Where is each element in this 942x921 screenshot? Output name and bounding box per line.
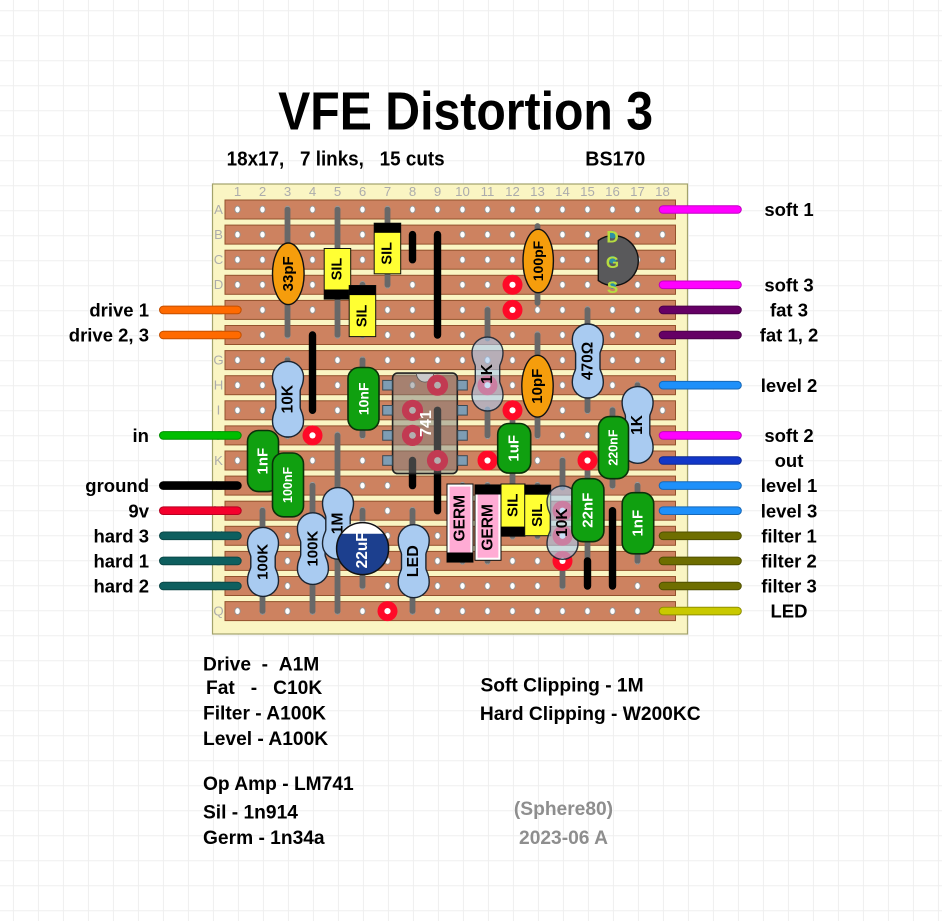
svg-text:I: I — [217, 403, 221, 418]
svg-text:ground: ground — [85, 475, 149, 496]
svg-text:soft 2: soft 2 — [764, 425, 813, 446]
svg-text:1nF: 1nF — [630, 510, 647, 537]
svg-text:GERM: GERM — [452, 495, 469, 542]
svg-text:220nF: 220nF — [607, 429, 621, 465]
svg-text:SIL: SIL — [529, 504, 546, 527]
svg-text:level 2: level 2 — [761, 375, 818, 396]
svg-text:1nF: 1nF — [255, 448, 272, 475]
svg-text:2: 2 — [259, 184, 266, 199]
svg-text:hard 1: hard 1 — [93, 551, 149, 572]
svg-text:C: C — [214, 252, 224, 267]
svg-text:10: 10 — [455, 184, 470, 199]
svg-text:S: S — [607, 278, 618, 297]
svg-text:17: 17 — [630, 184, 645, 199]
svg-text:1: 1 — [234, 184, 241, 199]
svg-text:in: in — [133, 425, 149, 446]
svg-text:Op Amp - LM741: Op Amp - LM741 — [203, 774, 354, 795]
svg-text:14: 14 — [555, 184, 570, 199]
svg-text:K: K — [214, 453, 223, 468]
svg-text:7: 7 — [384, 184, 391, 199]
svg-text:BS170: BS170 — [585, 149, 645, 171]
svg-text:SIL: SIL — [380, 242, 396, 265]
svg-text:741: 741 — [418, 410, 435, 437]
svg-text:100K: 100K — [304, 531, 321, 567]
svg-text:18x17, 7 links, 15 cuts: 18x17, 7 links, 15 cuts — [227, 149, 445, 171]
svg-text:SIL: SIL — [330, 258, 346, 281]
svg-text:filter 2: filter 2 — [761, 551, 817, 572]
svg-text:filter 1: filter 1 — [761, 525, 817, 546]
svg-text:H: H — [214, 378, 224, 393]
svg-text:A: A — [214, 202, 223, 217]
svg-text:9v: 9v — [128, 500, 149, 521]
svg-text:1K: 1K — [479, 363, 496, 384]
svg-text:10nF: 10nF — [356, 382, 372, 415]
svg-text:out: out — [775, 450, 804, 471]
svg-text:33pF: 33pF — [280, 256, 297, 291]
svg-text:13: 13 — [530, 184, 545, 199]
svg-text:12: 12 — [505, 184, 520, 199]
svg-text:D: D — [214, 277, 224, 292]
svg-text:470Ω: 470Ω — [579, 342, 596, 380]
svg-text:Hard Clipping - W200KC: Hard Clipping - W200KC — [480, 704, 701, 725]
svg-text:1M: 1M — [330, 513, 347, 535]
svg-text:Germ - 1n34a: Germ - 1n34a — [203, 828, 325, 849]
svg-text:15: 15 — [580, 184, 595, 199]
svg-text:22uF: 22uF — [354, 532, 371, 568]
svg-text:16: 16 — [605, 184, 620, 199]
svg-text:B: B — [214, 227, 223, 242]
svg-text:fat 1, 2: fat 1, 2 — [760, 325, 819, 346]
svg-text:drive 1: drive 1 — [89, 300, 149, 321]
svg-text:LED: LED — [771, 601, 808, 622]
svg-text:level 3: level 3 — [761, 500, 818, 521]
svg-text:Filter - A100K: Filter - A100K — [203, 704, 326, 725]
svg-text:10K: 10K — [554, 508, 571, 537]
svg-text:100K: 100K — [255, 544, 272, 580]
svg-text:fat 3: fat 3 — [770, 300, 808, 321]
svg-text:10K: 10K — [280, 384, 297, 413]
svg-text:3: 3 — [284, 184, 291, 199]
svg-text:22nF: 22nF — [579, 493, 596, 528]
svg-text:4: 4 — [309, 184, 316, 199]
svg-text:hard 3: hard 3 — [93, 525, 149, 546]
svg-text:Level - A100K: Level - A100K — [203, 729, 328, 750]
svg-text:11: 11 — [481, 184, 495, 199]
svg-text:2023-06 A: 2023-06 A — [519, 828, 608, 849]
svg-text:drive 2, 3: drive 2, 3 — [69, 325, 149, 346]
svg-text:Sil - 1n914: Sil - 1n914 — [203, 802, 298, 823]
svg-text:8: 8 — [409, 184, 416, 199]
svg-text:filter 3: filter 3 — [761, 576, 817, 597]
svg-text:soft 1: soft 1 — [764, 199, 813, 220]
svg-text:soft 3: soft 3 — [764, 274, 813, 295]
svg-text:Drive - A1M: Drive - A1M — [203, 655, 319, 676]
svg-text:Q: Q — [213, 604, 223, 619]
svg-text:VFE Distortion 3: VFE Distortion 3 — [278, 82, 653, 142]
svg-text:9: 9 — [434, 184, 441, 199]
svg-text:Fat - C10K: Fat - C10K — [206, 678, 322, 699]
svg-text:level 1: level 1 — [761, 475, 818, 496]
svg-text:5: 5 — [334, 184, 341, 199]
svg-text:D: D — [606, 228, 618, 247]
svg-text:18: 18 — [655, 184, 670, 199]
svg-text:G: G — [606, 253, 619, 272]
svg-text:hard 2: hard 2 — [93, 576, 149, 597]
svg-text:(Sphere80): (Sphere80) — [514, 799, 613, 820]
svg-text:SIL: SIL — [505, 494, 522, 517]
svg-text:SIL: SIL — [355, 304, 371, 327]
svg-text:1K: 1K — [629, 414, 646, 435]
svg-text:LED: LED — [405, 545, 422, 577]
svg-text:6: 6 — [359, 184, 366, 199]
svg-text:GERM: GERM — [480, 504, 497, 551]
svg-text:10pF: 10pF — [529, 369, 546, 404]
svg-text:G: G — [213, 353, 223, 368]
svg-text:1uF: 1uF — [506, 435, 523, 462]
svg-text:100nF: 100nF — [281, 466, 295, 502]
svg-text:Soft Clipping - 1M: Soft Clipping - 1M — [481, 675, 644, 696]
svg-text:100pF: 100pF — [530, 240, 546, 281]
